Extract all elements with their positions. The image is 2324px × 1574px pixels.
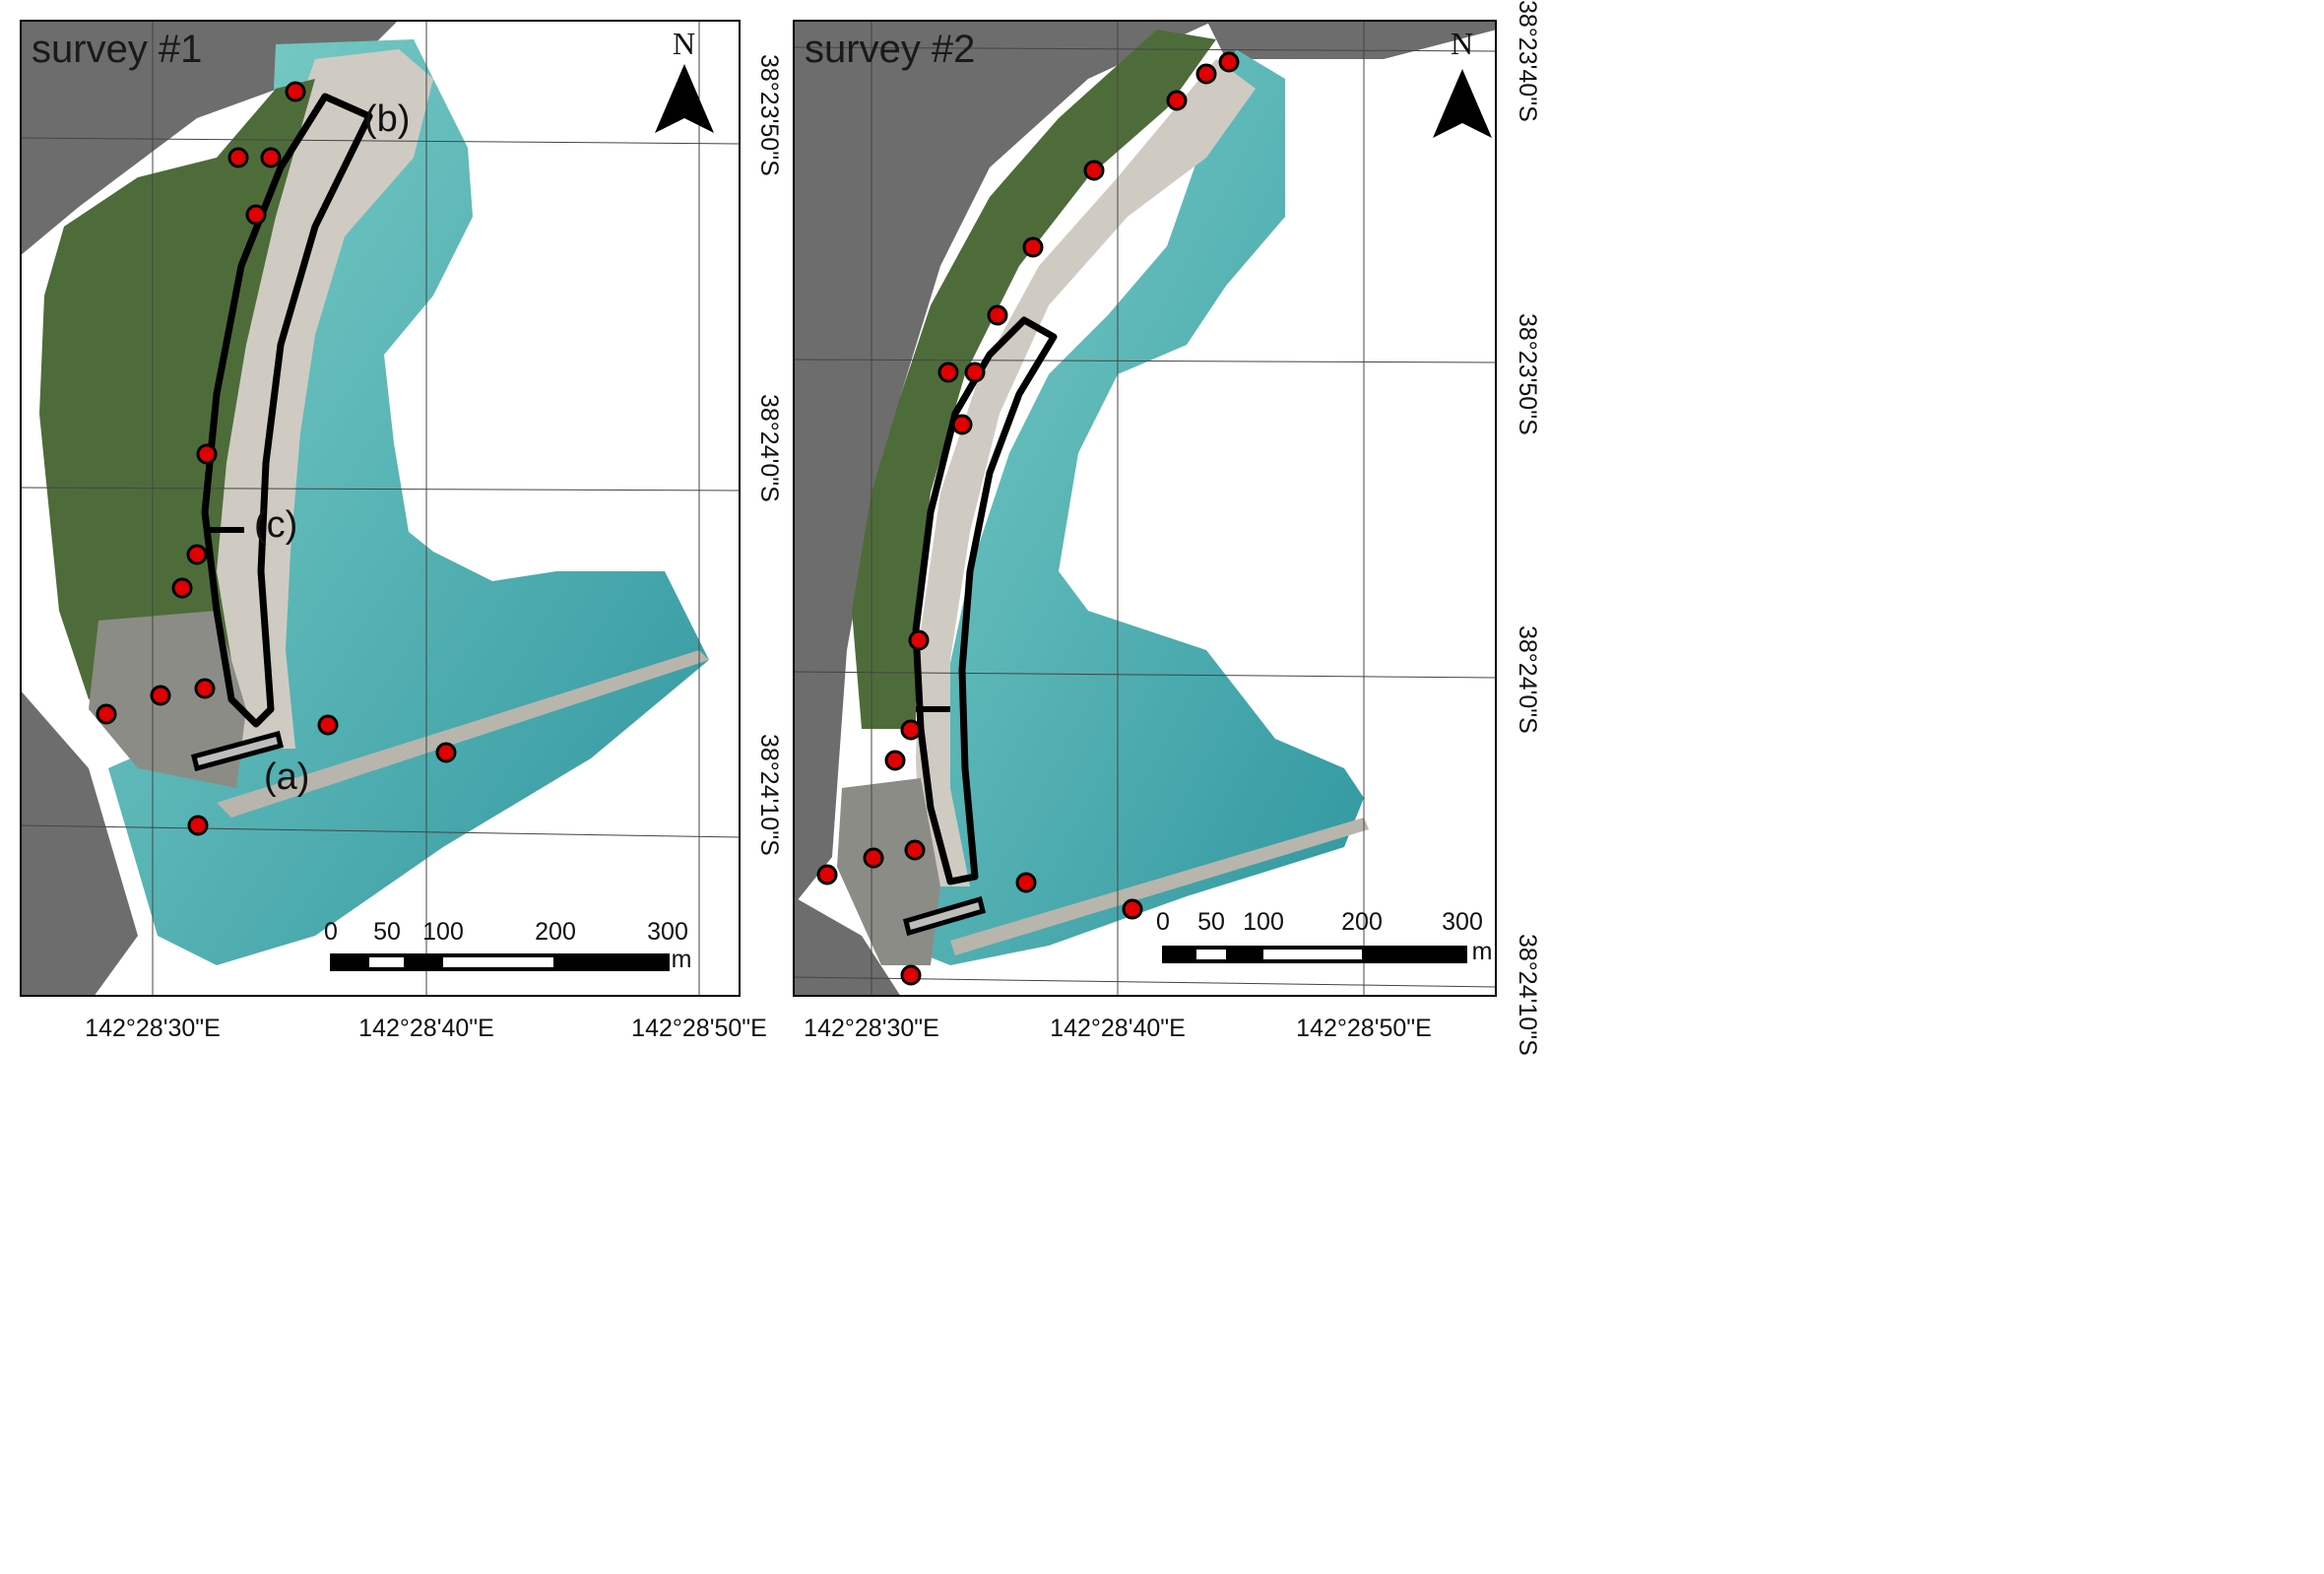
lon-label: 142°28'40"E: [358, 1015, 494, 1042]
lon-label: 142°28'30"E: [804, 1015, 939, 1042]
scale-label: 200: [535, 918, 576, 946]
gcp-marker: [187, 815, 209, 836]
lat-label: 38°24'10"S: [755, 734, 783, 856]
map-panel-survey-2: survey #2 N 0 50 100 200 300 m: [793, 20, 1497, 997]
gcp-marker: [863, 847, 884, 869]
land-mask-top-right: [1206, 20, 1497, 59]
gcp-marker: [171, 577, 193, 599]
scale-label: 50: [1197, 908, 1225, 936]
gcp-marker: [435, 742, 457, 763]
north-arrow: [1433, 69, 1492, 138]
land-mask-top-left: [793, 20, 1384, 906]
region-a-box: [190, 730, 285, 772]
gcp-marker: [96, 703, 117, 725]
gcp-marker: [317, 714, 339, 736]
scale-label: 100: [422, 918, 464, 946]
scale-label: 0: [324, 918, 338, 946]
scale-label: 300: [647, 918, 688, 946]
panel-frame: [793, 20, 1497, 997]
map-canvas-survey-2: [793, 20, 1497, 997]
gcp-marker: [245, 204, 267, 226]
region-label-c: (c): [254, 504, 298, 546]
region-box: [902, 895, 987, 937]
land-mask-bottom-left: [20, 689, 138, 997]
lat-label: 38°23'50"S: [755, 54, 783, 176]
north-arrow: [655, 64, 714, 133]
gcp-marker: [1022, 236, 1044, 258]
gcp-marker: [1015, 872, 1037, 893]
panel-frame: [20, 20, 741, 997]
graticule: [793, 20, 1497, 997]
gcp-marker: [964, 361, 986, 383]
region-label-a: (a): [264, 756, 310, 798]
gcp-marker: [900, 719, 922, 741]
lat-label: 38°23'50"S: [1514, 313, 1541, 435]
map-panel-survey-1: survey #1 N (b) (c) (a) 0 50 100 200 300…: [20, 20, 741, 997]
gcp-marker: [904, 839, 926, 861]
gcp-marker: [1218, 51, 1240, 73]
gcp-marker: [908, 629, 930, 651]
orthomosaic-vegetation: [39, 79, 315, 699]
region-label-b: (b): [364, 98, 411, 140]
gcp-marker: [1195, 63, 1217, 85]
gcp-marker: [900, 964, 922, 986]
north-label: N: [673, 26, 696, 61]
breakwater: [217, 650, 709, 818]
lat-label: 38°24'10"S: [1514, 934, 1541, 1056]
breakwater: [950, 818, 1369, 955]
gcp-marker: [987, 304, 1008, 326]
map-canvas-survey-1: [20, 20, 741, 997]
gcp-marker: [227, 147, 249, 168]
north-label: N: [1451, 26, 1474, 61]
graticule: [20, 20, 741, 997]
gcp-marker: [1083, 160, 1105, 181]
gcp-marker: [150, 685, 171, 706]
scale-unit: m: [1471, 938, 1493, 965]
orthomosaic-vegetation: [852, 30, 1216, 729]
orthomosaic-beach: [916, 59, 1256, 886]
gcp-marker: [1122, 898, 1143, 920]
scale-bar: [330, 953, 670, 971]
scale-label: 200: [1341, 908, 1383, 936]
gcp-marker: [816, 864, 838, 885]
gcp-markers: [816, 51, 1240, 986]
gcp-marker: [884, 750, 906, 771]
panel-title: survey #2: [805, 28, 976, 71]
survey-area-outline: [201, 93, 373, 728]
gcp-marker: [951, 414, 973, 435]
gcp-marker: [285, 81, 306, 102]
scale-unit: m: [671, 946, 692, 973]
gcp-marker: [260, 147, 282, 168]
lat-label: 38°24'0"S: [1514, 625, 1541, 734]
gcp-marker: [196, 443, 218, 465]
gcp-marker: [186, 544, 208, 565]
lon-label: 142°28'50"E: [631, 1015, 767, 1042]
lat-label: 38°24'0"S: [755, 394, 783, 502]
lat-label: 38°23'40"S: [1514, 0, 1541, 122]
land-mask-bottom-left: [793, 896, 901, 997]
gcp-marker: [937, 361, 959, 383]
scale-bar: [1162, 946, 1467, 963]
scale-label: 0: [1156, 908, 1170, 936]
lon-label: 142°28'40"E: [1050, 1015, 1186, 1042]
gcp-marker: [194, 678, 216, 699]
lon-label: 142°28'30"E: [85, 1015, 221, 1042]
orthomosaic-water: [872, 49, 1364, 965]
scale-label: 100: [1243, 908, 1284, 936]
survey-area-outline: [912, 316, 1058, 885]
gcp-marker: [1166, 90, 1188, 111]
scale-label: 50: [373, 918, 401, 946]
gcp-markers: [96, 81, 457, 836]
scale-label: 300: [1442, 908, 1483, 936]
panel-title: survey #1: [32, 28, 203, 71]
lon-label: 142°28'50"E: [1296, 1015, 1432, 1042]
